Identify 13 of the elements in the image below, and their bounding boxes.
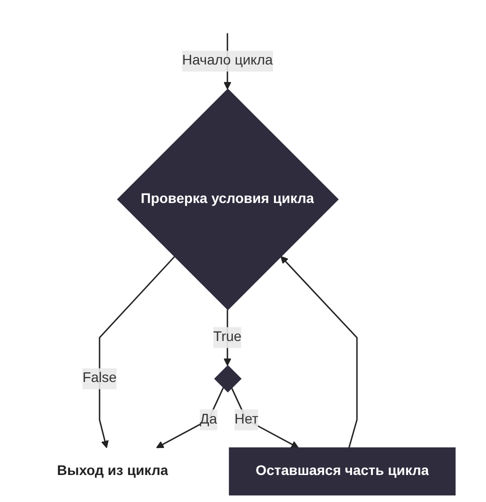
edge-label: Да	[200, 412, 218, 427]
arrow	[156, 387, 224, 448]
arrow	[230, 387, 299, 448]
edge-label: False	[82, 370, 117, 386]
arrow	[98, 256, 175, 448]
node-text: Выход из цикла	[57, 464, 168, 478]
node-diamond: Проверка условия цикла	[117, 88, 339, 310]
edge-label: True	[213, 330, 242, 345]
node-diamond	[214, 365, 242, 392]
edge-label: Начало цикла	[182, 53, 273, 68]
arrow	[280, 256, 358, 448]
edge-label: Нет	[234, 412, 258, 427]
node-box: Оставшаяся часть цикла	[228, 447, 456, 496]
